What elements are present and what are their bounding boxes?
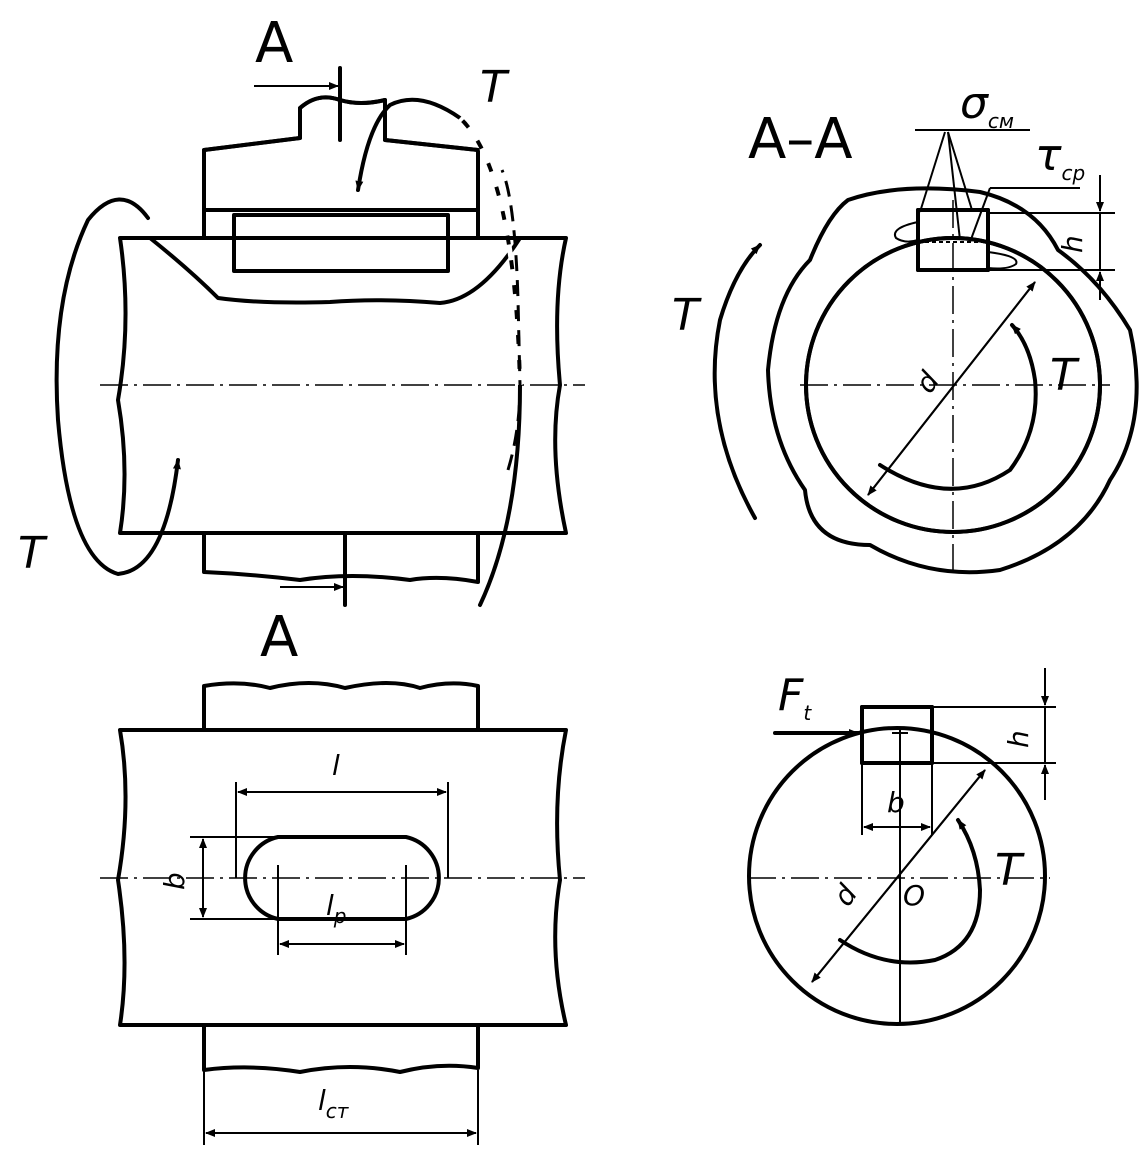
center-label: O	[903, 879, 925, 912]
plan-view: l b lр lст	[100, 681, 585, 1145]
hub-lower-section	[202, 531, 480, 584]
section-mark-top: A	[255, 11, 293, 76]
tau-label: τср	[1035, 130, 1085, 185]
key-width-label-plan: b	[158, 872, 191, 890]
torque-arrow-right	[355, 97, 522, 607]
key-length-label: l	[332, 749, 340, 782]
hub-length-label: lст	[318, 1084, 350, 1123]
cross-section-a-a: A–A h d σсм τср	[672, 78, 1139, 575]
torque-label-inner: T	[1050, 350, 1080, 401]
torque-label-left: T	[18, 528, 48, 579]
hub-top-plan	[202, 681, 480, 732]
torque-arrow-inner	[878, 323, 1038, 491]
torque-arrow-left	[54, 197, 181, 576]
section-mark-bottom: A	[260, 605, 298, 670]
torque-arrow-outer	[712, 243, 762, 520]
key-width-label-force: b	[887, 786, 905, 819]
shaft-keyway-section	[148, 236, 522, 305]
shaft-circle	[747, 726, 1047, 1026]
shaft-key-force-view: b h Ft d O T	[747, 668, 1056, 1026]
longitudinal-section-view: A A T T	[18, 11, 585, 670]
hub-ring-section	[766, 186, 1139, 575]
shaft-body	[116, 236, 568, 535]
force-label: Ft	[778, 670, 812, 725]
key-square	[860, 705, 934, 765]
torque-label-outer: T	[672, 290, 702, 341]
height-label-a-a: h	[1056, 235, 1089, 253]
height-label-force: h	[1002, 730, 1035, 748]
work-length-label: lр	[326, 889, 346, 928]
torque-label-top: T	[480, 62, 510, 113]
sigma-label: σсм	[960, 78, 1014, 133]
torque-arrow-force	[838, 818, 982, 965]
shaft-plan	[116, 728, 568, 1027]
hub-bottom-plan	[202, 1023, 480, 1074]
diameter-label-a-a: d	[909, 365, 946, 399]
key-body	[232, 213, 450, 273]
diameter-label-force: d	[827, 878, 864, 912]
section-title: A–A	[748, 107, 853, 172]
torque-label-force: T	[995, 845, 1025, 896]
